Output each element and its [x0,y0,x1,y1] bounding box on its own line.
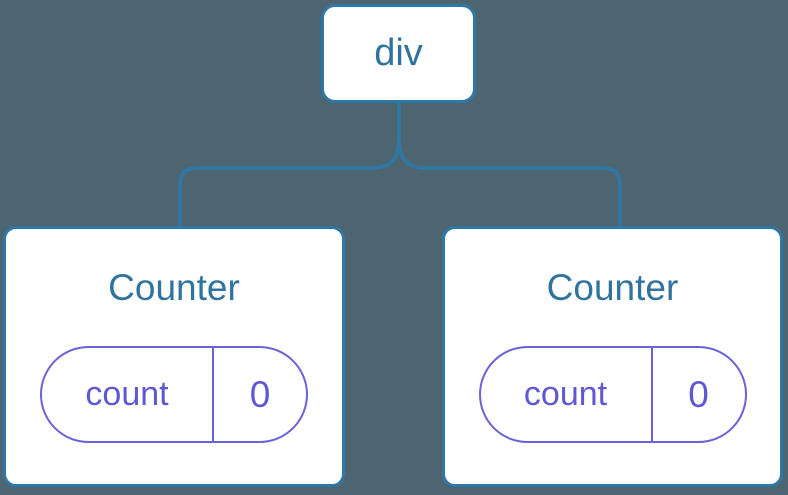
component-name: Counter [546,267,679,308]
component-name: Counter [108,267,240,308]
connector-branch-left [178,138,401,229]
root-node-div: div [321,4,476,103]
state-badge: count 0 [478,346,747,444]
counter-node-left: Counter count 0 [3,226,345,487]
state-key: count [481,348,653,442]
root-node-label: div [374,32,423,74]
connector-branch-right [397,138,622,229]
counter-node-right: Counter count 0 [442,226,783,487]
state-badge: count 0 [40,346,308,444]
state-key: count [42,348,214,442]
state-value: 0 [249,373,271,415]
state-value: 0 [688,373,709,415]
